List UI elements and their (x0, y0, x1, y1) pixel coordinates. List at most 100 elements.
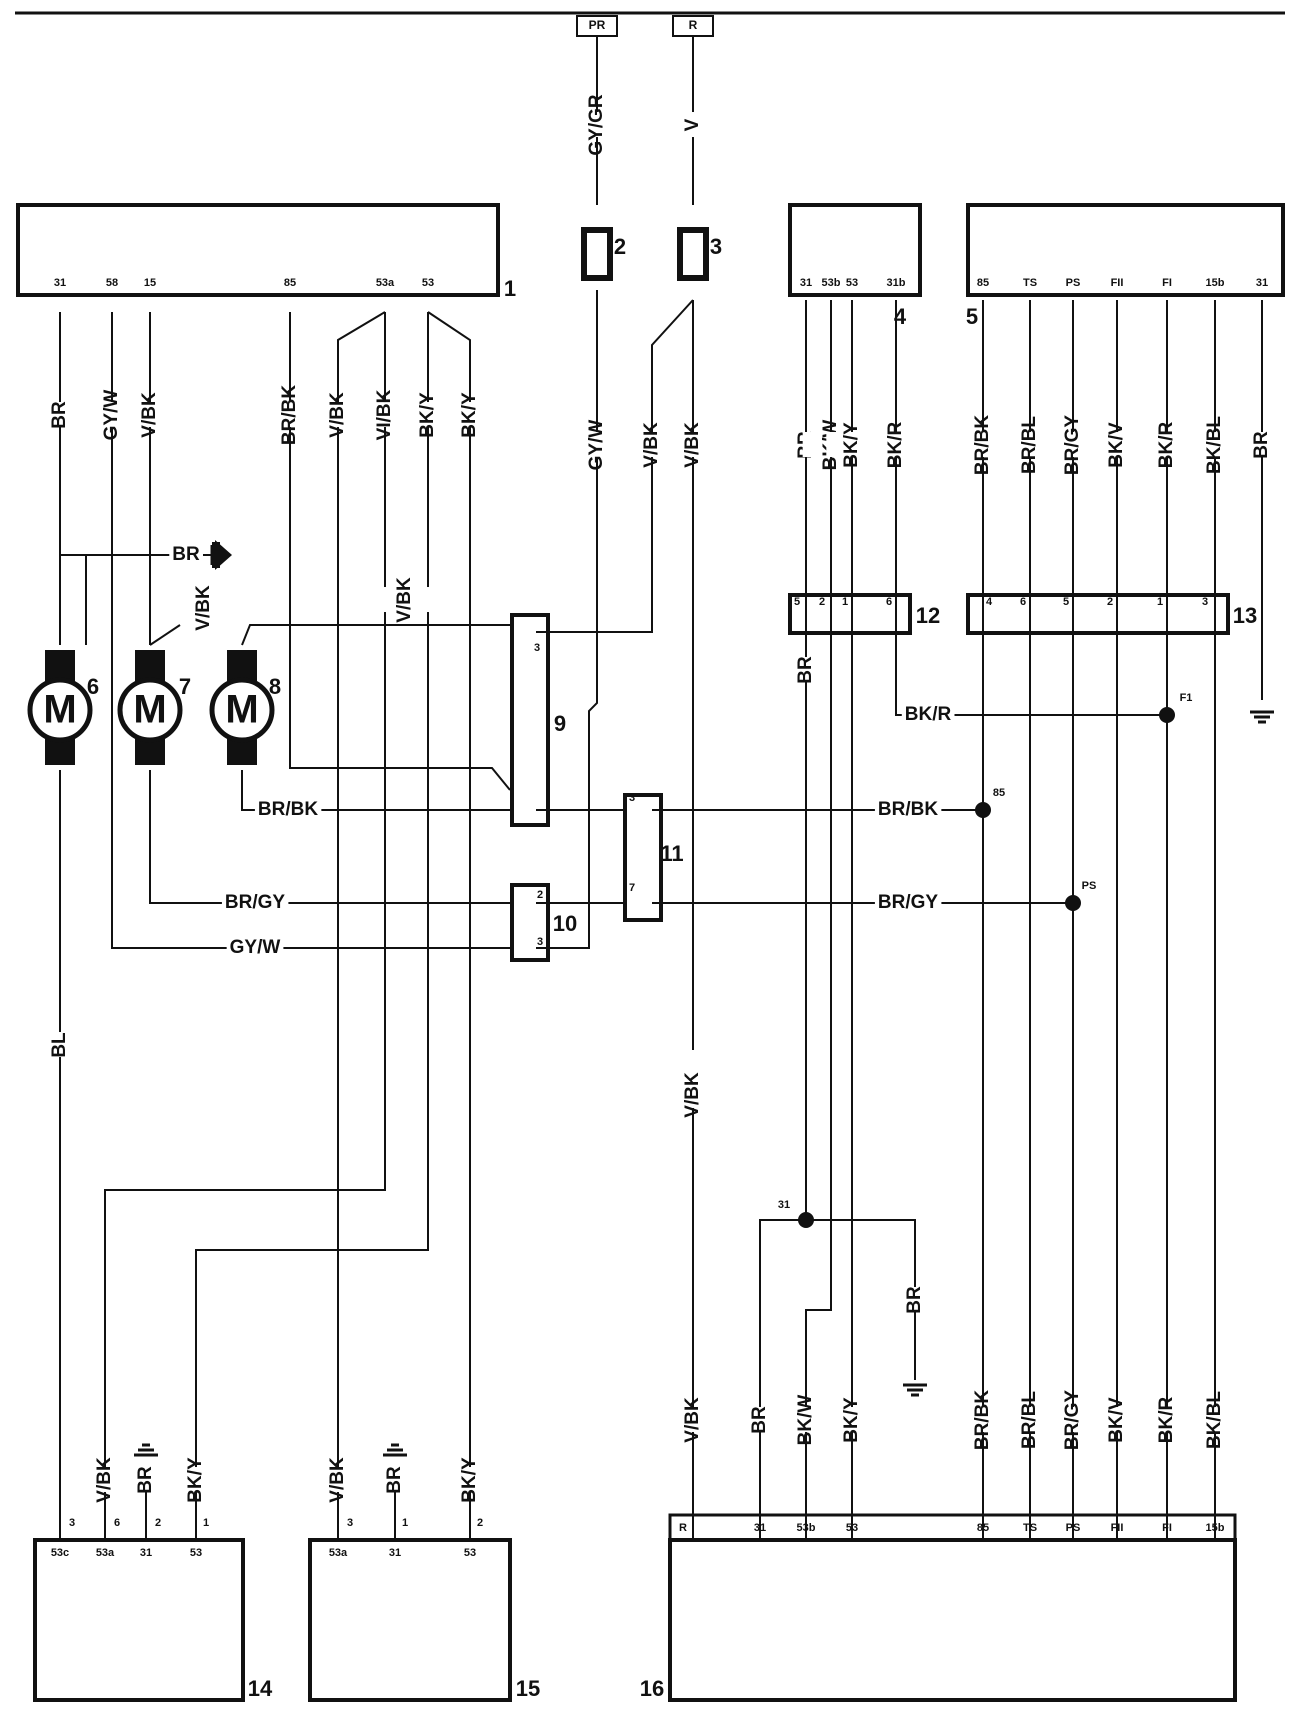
wire-label: GY/GR (586, 94, 607, 156)
component-number: 6 (87, 674, 99, 699)
component-number: 12 (916, 603, 940, 628)
wire-label: V (682, 118, 703, 131)
pin-label: PS (1082, 880, 1097, 892)
wire-label: BK/V (1106, 1397, 1127, 1443)
wire-label-bg (898, 1287, 932, 1313)
pin-label: 3 (629, 792, 635, 804)
pin-label: 53 (190, 1547, 202, 1559)
wire-label-bg (221, 890, 289, 916)
wire-label: BR/BK (279, 385, 300, 445)
component-number: 11 (660, 841, 683, 866)
pin-label: 2 (155, 1517, 161, 1529)
wire-label-bg (683, 112, 703, 138)
pin-label: 53 (846, 277, 858, 289)
wire-label-bg (169, 542, 203, 568)
pin-label: 31 (754, 1522, 766, 1534)
component-14-box (33, 1538, 245, 1702)
wire-label: V/BK (139, 392, 160, 438)
wire-label: BK/Y (417, 392, 438, 438)
wire-label-bg (667, 1407, 719, 1433)
pin-label: FII (1111, 1522, 1124, 1534)
pin-label: 3 (347, 1517, 353, 1529)
component-15-box (308, 1538, 512, 1702)
wire-label-bg (312, 1467, 364, 1493)
pin-label: PS (1066, 1522, 1081, 1534)
pin-label: 85 (284, 277, 296, 289)
wire-label: VI/BK (374, 389, 395, 440)
wire-label: BK/Y (841, 422, 862, 468)
wire-label: BR/BK (258, 799, 318, 820)
wire-label: BK/R (1156, 1397, 1177, 1444)
wire-label: BK/Y (185, 1457, 206, 1503)
wire-label-bg (777, 1407, 835, 1433)
component-number: 2 (614, 234, 626, 259)
pin-label: 1 (203, 1517, 209, 1529)
fuse-2 (581, 227, 613, 281)
junction-85 (975, 802, 991, 818)
pin-label: 6 (114, 1517, 120, 1529)
component-9-box (510, 613, 550, 827)
pin-label: 85 (977, 277, 989, 289)
pin-label: 85 (993, 787, 1005, 799)
junction-dots (798, 707, 1175, 1228)
wire-label-bg (1182, 1407, 1248, 1433)
pin-label: FII (1111, 277, 1124, 289)
wire-label: V/BK (682, 422, 703, 468)
wire-label: BR/GY (1062, 415, 1083, 476)
wire-label-bg (256, 402, 324, 428)
pin-label: 31b (887, 277, 906, 289)
component-number: 10 (553, 911, 577, 936)
component-13-box (966, 593, 1230, 635)
pin-label: 53c (51, 1547, 69, 1559)
component-number: 1 (504, 276, 516, 301)
wire-label: BR (1251, 431, 1272, 459)
ground-symbols (132, 540, 1276, 1457)
wire-label: BR/BK (972, 1390, 993, 1450)
wire-label: BK/Y (459, 392, 480, 438)
wire-label-bg (826, 432, 879, 458)
component-number: 7 (179, 674, 191, 699)
wire-label-bg (178, 595, 230, 621)
wire-label-bg (254, 797, 322, 823)
wire-label: BK/R (905, 704, 952, 725)
wire-label: BR (135, 1466, 156, 1494)
pin-label: 15b (1206, 277, 1225, 289)
pin-label: R (689, 18, 698, 32)
wire-label: V/BK (94, 1457, 115, 1503)
component-11-box (623, 793, 663, 922)
ground-symbol-15 (381, 1443, 409, 1457)
component-number: 14 (248, 1676, 273, 1701)
wire-label: BR/BK (878, 799, 938, 820)
wire-label-bg (312, 402, 364, 428)
pin-label: 53 (422, 277, 434, 289)
component-16-box (668, 1538, 1237, 1702)
wire-label: BK/R (885, 422, 906, 469)
wire-label-bg (44, 1032, 77, 1058)
ground-symbol-right (1248, 710, 1276, 724)
motor-7 (117, 650, 183, 765)
wire-label-bg (1091, 432, 1144, 458)
wire-label: V/BK (682, 1072, 703, 1118)
wire-label-bg (129, 1467, 163, 1493)
pin-label: 3 (534, 642, 540, 654)
wire-label-bg (874, 797, 942, 823)
components (16, 203, 1285, 1702)
motor-symbol: M (43, 688, 76, 732)
wire-label-bg (226, 935, 284, 961)
component-number: 16 (640, 1676, 664, 1701)
wire-label: GY/W (101, 390, 122, 441)
pin-label: 31 (800, 277, 812, 289)
wire-label-bg (743, 1407, 777, 1433)
wire-label-bg (1182, 432, 1248, 458)
pin-label: 7 (629, 882, 635, 894)
fuses (581, 227, 709, 281)
wire-label-bg (379, 587, 431, 613)
wire-label: V/BK (327, 392, 348, 438)
pin-label: FI (1162, 277, 1172, 289)
wire-label: BR/GY (225, 892, 286, 913)
wire-label: V/BK (641, 422, 662, 468)
wire-label-bg (444, 402, 497, 428)
pin-label: 31 (1256, 277, 1268, 289)
wire-label: BR (384, 1466, 405, 1494)
